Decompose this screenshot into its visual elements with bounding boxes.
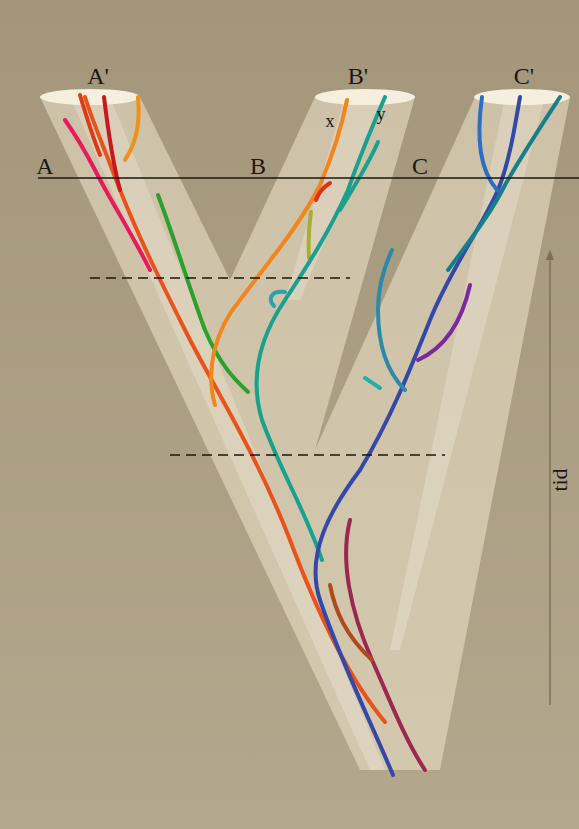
lineage-label: x — [326, 112, 335, 130]
speciation-line — [90, 277, 350, 279]
lineage-label: B' — [348, 64, 368, 88]
lineage-label: A' — [87, 64, 109, 88]
tube-tops — [40, 89, 570, 105]
lineage-label: C' — [514, 64, 534, 88]
tube — [40, 97, 570, 770]
present-line — [38, 177, 579, 179]
lineage-label: B — [250, 154, 266, 178]
axis-label: tid — [549, 468, 571, 491]
species-tubes — [40, 97, 570, 770]
lineage-label: y — [377, 105, 386, 123]
tube-highlight — [70, 97, 545, 770]
speciation-line — [170, 454, 445, 456]
lineage-label: C — [412, 154, 428, 178]
lineage-label: A — [36, 154, 53, 178]
gene-lineages — [65, 95, 560, 775]
